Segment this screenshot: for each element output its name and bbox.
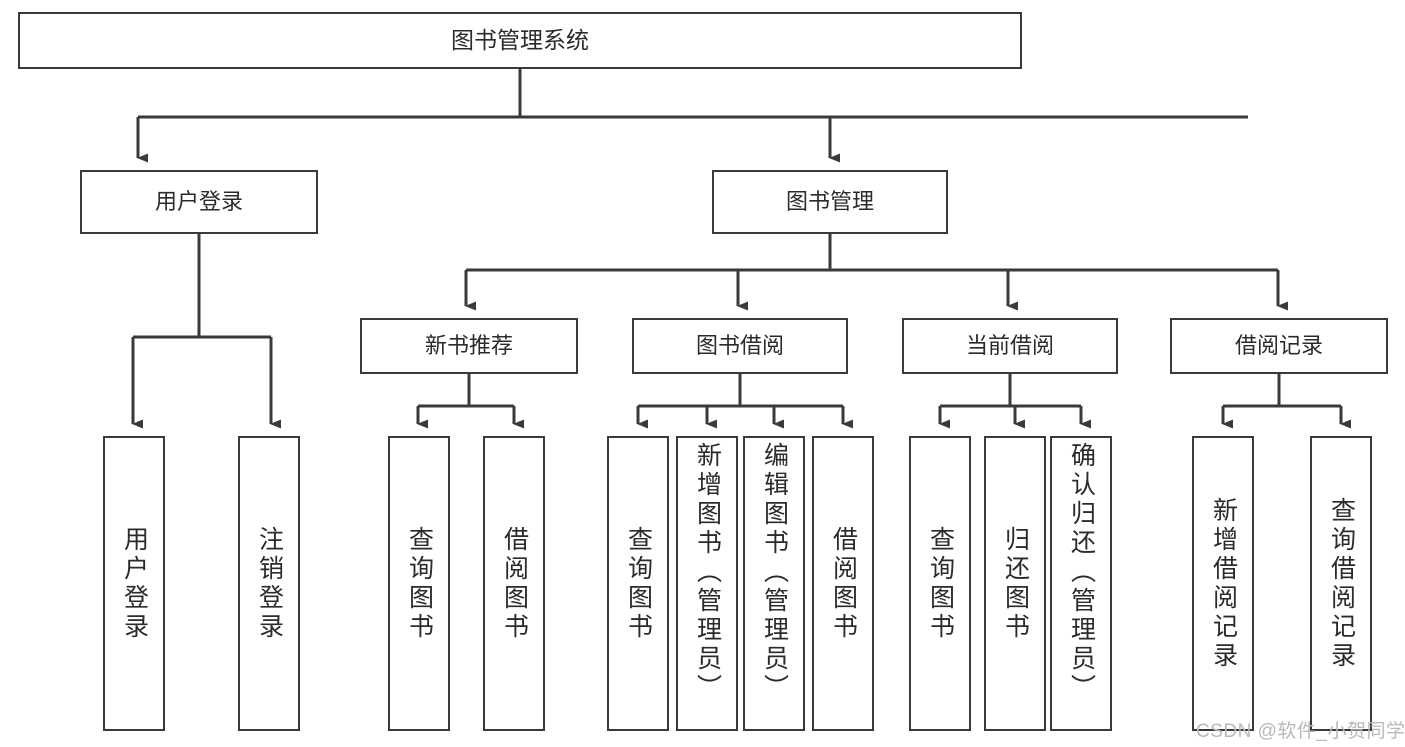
node-label: 确认归还（管理员） — [1067, 442, 1096, 703]
node-label: 新增借阅记录 — [1209, 496, 1238, 671]
node-book-borrow[interactable]: 图书借阅 — [632, 318, 848, 374]
node-label: 借阅图书 — [500, 525, 529, 642]
node-leaf-add-record[interactable]: 新增借阅记录 — [1192, 436, 1254, 731]
node-leaf-borrow-book-1[interactable]: 借阅图书 — [483, 436, 545, 731]
node-leaf-query-record[interactable]: 查询借阅记录 — [1310, 436, 1372, 731]
node-borrow-record[interactable]: 借阅记录 — [1170, 318, 1388, 374]
node-current-borrow[interactable]: 当前借阅 — [902, 318, 1118, 374]
node-label: 用户登录 — [120, 525, 149, 642]
node-label: 查询借阅记录 — [1327, 496, 1356, 671]
node-leaf-edit-book[interactable]: 编辑图书（管理员） — [743, 436, 805, 731]
node-root-system[interactable]: 图书管理系统 — [18, 12, 1022, 69]
node-leaf-query-book-2[interactable]: 查询图书 — [607, 436, 669, 731]
node-book-manage[interactable]: 图书管理 — [712, 170, 948, 234]
node-label: 注销登录 — [255, 525, 284, 642]
node-new-book-recommend[interactable]: 新书推荐 — [360, 318, 578, 374]
node-leaf-borrow-book-2[interactable]: 借阅图书 — [812, 436, 874, 731]
node-leaf-add-book[interactable]: 新增图书（管理员） — [676, 436, 738, 731]
node-label: 借阅记录 — [1234, 332, 1323, 358]
node-label: 查询图书 — [624, 525, 653, 642]
node-leaf-query-book-3[interactable]: 查询图书 — [909, 436, 971, 731]
node-label: 图书管理 — [785, 188, 874, 214]
node-label: 查询图书 — [926, 525, 955, 642]
node-label: 编辑图书（管理员） — [760, 442, 789, 703]
node-leaf-confirm-return[interactable]: 确认归还（管理员） — [1050, 436, 1112, 731]
node-label: 用户登录 — [154, 188, 243, 214]
node-user-login[interactable]: 用户登录 — [80, 170, 318, 234]
node-label: 新增图书（管理员） — [693, 442, 722, 703]
node-label: 借阅图书 — [829, 525, 858, 642]
node-leaf-user-logout[interactable]: 注销登录 — [238, 436, 300, 731]
node-label: 新书推荐 — [424, 332, 513, 358]
node-leaf-user-login[interactable]: 用户登录 — [103, 436, 165, 731]
node-label: 当前借阅 — [965, 332, 1054, 358]
csdn-watermark: CSDN @软件_小贺同学 — [1196, 721, 1405, 742]
node-leaf-query-book-1[interactable]: 查询图书 — [388, 436, 450, 731]
node-leaf-return-book[interactable]: 归还图书 — [984, 436, 1046, 731]
node-label: 图书管理系统 — [451, 26, 589, 53]
node-label: 归还图书 — [1001, 525, 1030, 642]
node-label: 图书借阅 — [695, 332, 784, 358]
node-label: 查询图书 — [405, 525, 434, 642]
